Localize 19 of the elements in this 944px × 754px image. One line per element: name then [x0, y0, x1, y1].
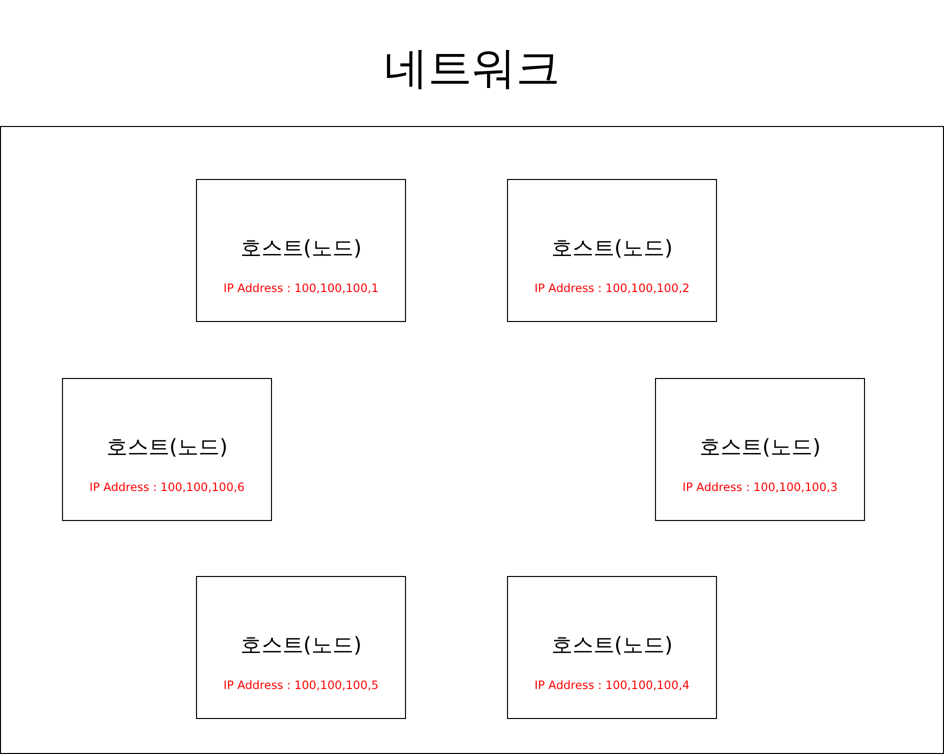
- host-box: [507, 576, 717, 719]
- network-heading: 네트워크: [383, 42, 561, 96]
- ip-address-label: IP Address : 100,100,100,1: [222, 281, 380, 295]
- host-label: 호스트(노드): [550, 235, 674, 262]
- ip-address-label: IP Address : 100,100,100,3: [681, 480, 839, 494]
- host-label: 호스트(노드): [239, 632, 363, 659]
- host-box: [196, 179, 406, 322]
- host-box: [655, 378, 865, 521]
- host-label: 호스트(노드): [239, 235, 363, 262]
- ip-address-label: IP Address : 100,100,100,6: [88, 480, 246, 494]
- host-label: 호스트(노드): [105, 434, 229, 461]
- host-box: [62, 378, 272, 521]
- ip-address-label: IP Address : 100,100,100,4: [533, 678, 691, 692]
- host-box: [196, 576, 406, 719]
- host-label: 호스트(노드): [698, 434, 822, 461]
- host-box: [507, 179, 717, 322]
- ip-address-label: IP Address : 100,100,100,5: [222, 678, 380, 692]
- host-label: 호스트(노드): [550, 632, 674, 659]
- ip-address-label: IP Address : 100,100,100,2: [533, 281, 691, 295]
